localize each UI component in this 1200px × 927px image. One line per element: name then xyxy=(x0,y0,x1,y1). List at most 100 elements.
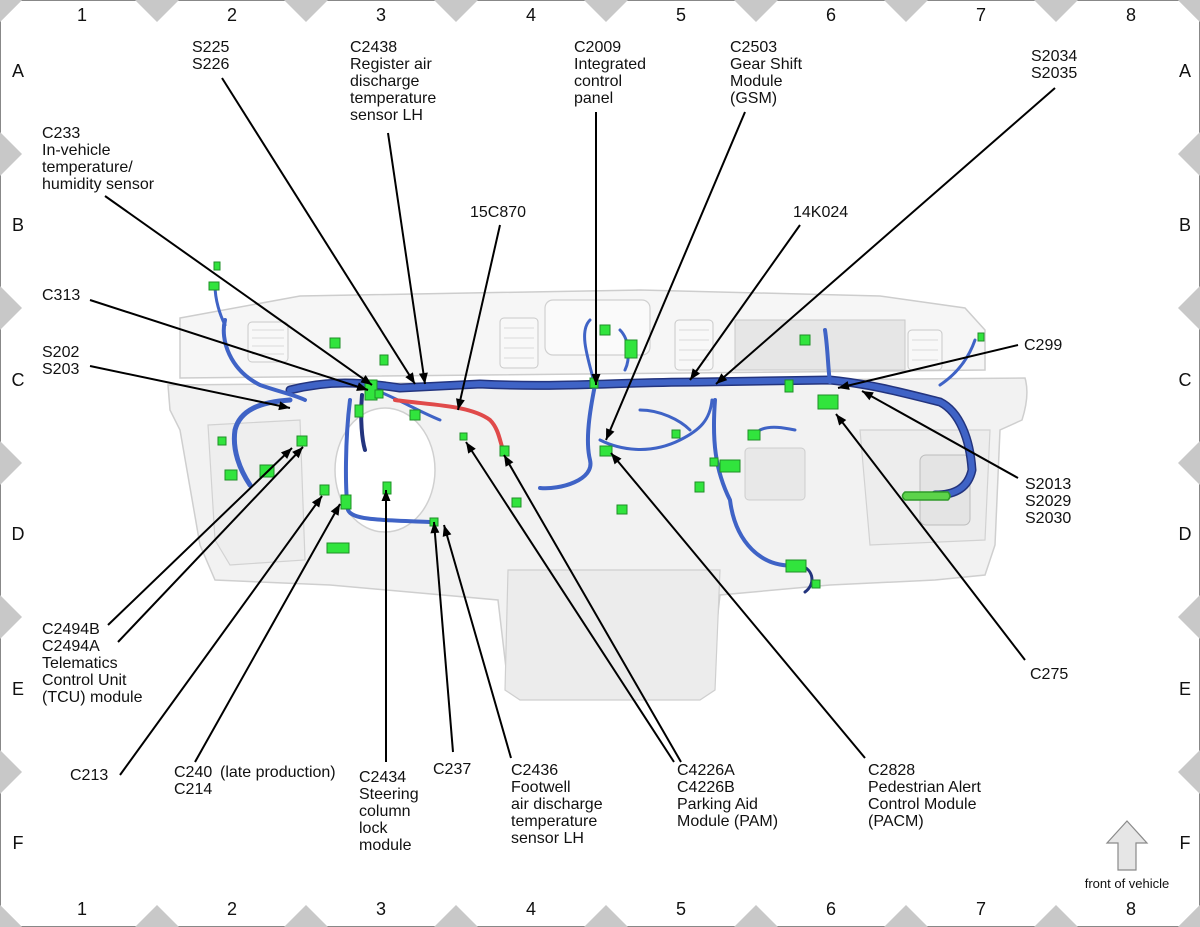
grid-marker-corner xyxy=(1178,0,1200,22)
callout-s2013: S2013 S2029 S2030 xyxy=(1025,476,1076,527)
row-label-right: A xyxy=(1179,61,1191,81)
row-label-right: C xyxy=(1179,370,1192,390)
arrowhead xyxy=(280,448,292,459)
arrowhead xyxy=(716,373,728,384)
callout-c237: C237 xyxy=(433,761,471,778)
front-of-vehicle-indicator: front of vehicle xyxy=(1085,820,1170,891)
arrowhead xyxy=(466,442,476,454)
leader-c2438 xyxy=(387,132,426,385)
column-label-top: 3 xyxy=(376,5,386,25)
callout-s225: S225 S226 xyxy=(192,39,234,73)
arrowhead xyxy=(356,382,368,391)
callout-c2009: C2009 Integrated control panel xyxy=(574,39,651,107)
arrowhead xyxy=(418,372,428,384)
left-lower-trim xyxy=(207,419,306,566)
grid-marker-left xyxy=(0,132,22,176)
callout-15c870: 15C870 xyxy=(470,204,526,221)
row-label-left: E xyxy=(12,679,24,699)
grid-marker-left xyxy=(0,595,22,639)
large-connector-right xyxy=(901,491,951,501)
grid-marker-right xyxy=(1178,441,1200,485)
arrowhead xyxy=(456,398,465,410)
grid-marker-top xyxy=(434,0,478,22)
grid-marker-bottom xyxy=(584,905,628,927)
arrowhead xyxy=(405,372,415,384)
row-label-left: C xyxy=(12,370,25,390)
grid-marker-left xyxy=(0,286,22,330)
grid-marker-right xyxy=(1178,595,1200,639)
column-label-top: 4 xyxy=(526,5,536,25)
column-label-bottom: 2 xyxy=(227,899,237,919)
grid-marker-bottom xyxy=(884,905,928,927)
leader-c2494b xyxy=(107,447,293,626)
grid-marker-left xyxy=(0,441,22,485)
arrowhead xyxy=(292,447,303,459)
callout-s202: S202 S203 xyxy=(42,344,84,378)
callout-c2494: C2494B C2494A Telematics Control Unit (T… xyxy=(42,621,143,706)
leader-c2494a xyxy=(117,446,304,643)
leader-c2436 xyxy=(443,524,512,759)
arrowhead xyxy=(504,455,514,467)
vent-louvers xyxy=(252,327,938,361)
column-label-top: 5 xyxy=(676,5,686,25)
arrowhead xyxy=(606,428,615,440)
grid-marker-left xyxy=(0,750,22,794)
grid-marker-top xyxy=(584,0,628,22)
callout-c313: C313 xyxy=(42,287,80,304)
center-control-area xyxy=(744,447,806,501)
column-label-bottom: 4 xyxy=(526,899,536,919)
grid-marker-corner xyxy=(1178,905,1200,927)
column-label-bottom: 8 xyxy=(1126,899,1136,919)
grid-marker-bottom xyxy=(284,905,328,927)
grid-marker-right xyxy=(1178,286,1200,330)
row-label-right: B xyxy=(1179,215,1191,235)
grid-marker-top xyxy=(135,0,179,22)
grid-marker-top xyxy=(734,0,778,22)
front-arrow-icon xyxy=(1105,820,1149,871)
arrowhead xyxy=(430,522,440,534)
callout-c299: C299 xyxy=(1024,337,1062,354)
leader-c4226a xyxy=(465,441,675,763)
arrowhead xyxy=(836,414,847,426)
arrowhead xyxy=(442,525,452,537)
callout-c2438: C2438 Register air discharge temperature… xyxy=(350,39,441,124)
row-label-left: B xyxy=(12,215,24,235)
leader-14k024 xyxy=(689,224,801,381)
front-of-vehicle-label: front of vehicle xyxy=(1085,876,1170,891)
callout-c4226: C4226A C4226B Parking Aid Module (PAM) xyxy=(677,762,778,830)
grid-marker-right xyxy=(1178,132,1200,176)
grid-marker-top xyxy=(1034,0,1078,22)
grid-marker-top xyxy=(884,0,928,22)
leader-s202 xyxy=(89,365,291,409)
arrowhead xyxy=(381,490,391,501)
column-label-top: 1 xyxy=(77,5,87,25)
leader-s2034 xyxy=(715,87,1056,385)
callout-labels: S225 S226 C2438 Register air discharge t… xyxy=(42,39,1082,854)
row-label-left: F xyxy=(13,833,24,853)
callout-14k024: 14K024 xyxy=(793,204,848,221)
column-label-bottom: 5 xyxy=(676,899,686,919)
column-label-top: 8 xyxy=(1126,5,1136,25)
grid-labels: 1 2 3 4 5 6 7 8 1 2 3 4 5 6 7 8 A B C D … xyxy=(12,5,1192,919)
column-label-bottom: 7 xyxy=(976,899,986,919)
leader-c2503 xyxy=(605,111,746,441)
leader-arrowheads xyxy=(278,368,874,537)
row-label-right: E xyxy=(1179,679,1191,699)
harness-connectors xyxy=(208,261,985,589)
column-label-bottom: 6 xyxy=(826,899,836,919)
center-console xyxy=(504,569,721,701)
leader-c299 xyxy=(837,344,1019,389)
leader-c2828 xyxy=(610,452,866,759)
callout-s2034: S2034 S2035 xyxy=(1031,48,1082,82)
callout-c275: C275 xyxy=(1030,666,1068,683)
arrowhead xyxy=(862,391,874,401)
row-label-right: D xyxy=(1179,524,1192,544)
leader-c275 xyxy=(835,413,1026,661)
callout-c240-note: (late production) xyxy=(220,764,336,781)
row-label-left: A xyxy=(12,61,24,81)
leader-c213 xyxy=(119,495,323,776)
arrowhead xyxy=(330,504,340,516)
column-label-top: 2 xyxy=(227,5,237,25)
